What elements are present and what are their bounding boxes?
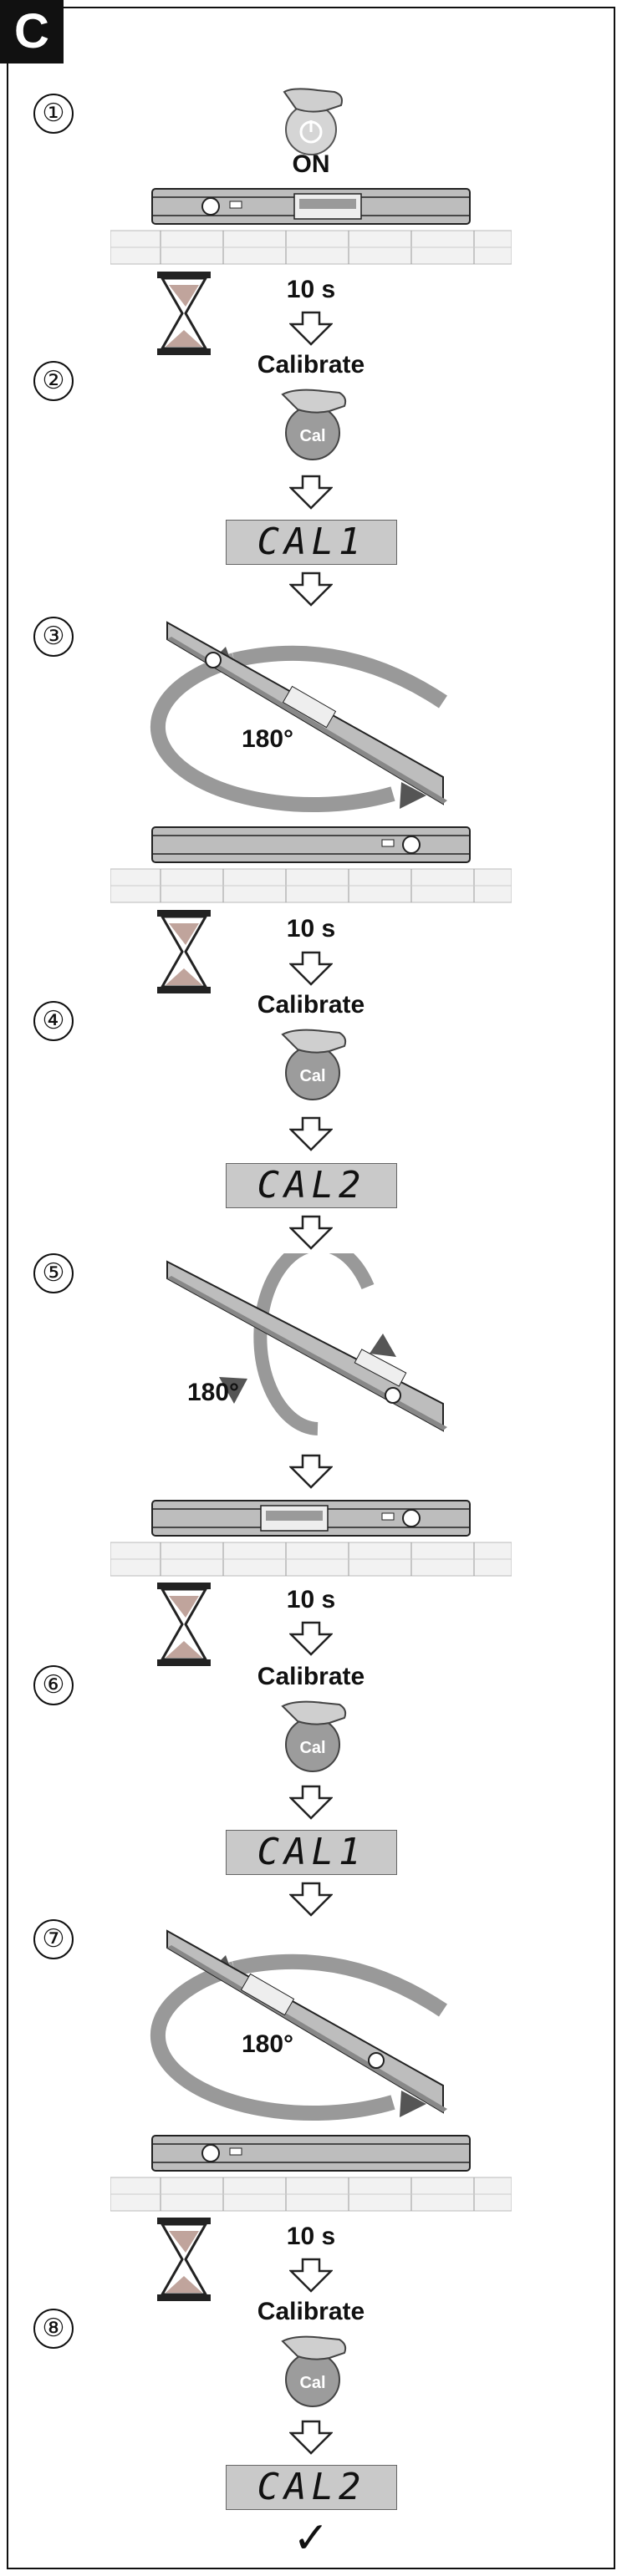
down-arrow-icon [289,1454,333,1489]
calibrate-label: Calibrate [257,2298,365,2325]
hourglass-icon [157,272,211,355]
level-on-surface [110,826,512,903]
level-on-surface [110,2135,512,2212]
rotation-angle-label: 180° [186,1379,240,1406]
cal-button-text: Cal [299,1739,325,1757]
step-number-7: ⑦ [33,1919,74,1959]
down-arrow-icon [289,1882,333,1917]
down-arrow-icon [289,951,333,986]
down-arrow-icon [289,475,333,510]
rotation-angle-label: 180° [241,725,294,753]
down-arrow-icon [289,311,333,346]
level-on-surface [110,1500,512,1577]
cal-button-icon: Cal [281,2335,347,2407]
step-number-1: ① [33,94,74,134]
display-readout: CAL2 [226,2465,397,2510]
cal-button-text: Cal [299,1067,325,1085]
cal-button-icon: Cal [281,1700,347,1772]
rotation-angle-label: 180° [241,2030,294,2058]
cal-button-icon: Cal [281,1029,347,1100]
down-arrow-icon [289,1215,333,1250]
wait-label: 10 s [286,2223,336,2250]
down-arrow-icon [289,2420,333,2455]
on-label: ON [292,150,330,178]
section-badge: C [0,0,64,64]
display-readout: CAL1 [226,1830,397,1875]
wait-label: 10 s [286,1586,336,1613]
step-number-3: ③ [33,617,74,657]
calibrate-label: Calibrate [257,351,365,379]
diagram-frame [7,7,615,2569]
step-number-8: ⑧ [33,2309,74,2349]
step-number-4: ④ [33,1001,74,1041]
rotate-level-illustration [150,1929,447,2121]
wait-label: 10 s [286,276,336,303]
cal-button-text: Cal [299,427,325,445]
step-number-6: ⑥ [33,1665,74,1705]
display-readout: CAL2 [226,1163,397,1208]
hourglass-icon [157,910,211,993]
down-arrow-icon [289,1785,333,1820]
down-arrow-icon [289,1621,333,1656]
calibrate-label: Calibrate [257,1663,365,1690]
step-number-5: ⑤ [33,1253,74,1293]
down-arrow-icon [289,2258,333,2293]
display-readout: CAL1 [226,520,397,565]
flip-level-illustration [166,1253,447,1435]
step-number-2: ② [33,361,74,401]
checkmark-icon: ✓ [293,2513,329,2563]
down-arrow-icon [289,1116,333,1151]
rotate-level-illustration [150,621,447,813]
level-on-surface [110,188,512,265]
wait-label: 10 s [286,915,336,943]
calibrate-label: Calibrate [257,991,365,1019]
down-arrow-icon [289,572,333,607]
power-button-icon [283,88,343,155]
hourglass-icon [157,2218,211,2301]
cal-button-icon: Cal [281,389,347,460]
hourglass-icon [157,1583,211,1666]
cal-button-text: Cal [299,2374,325,2392]
